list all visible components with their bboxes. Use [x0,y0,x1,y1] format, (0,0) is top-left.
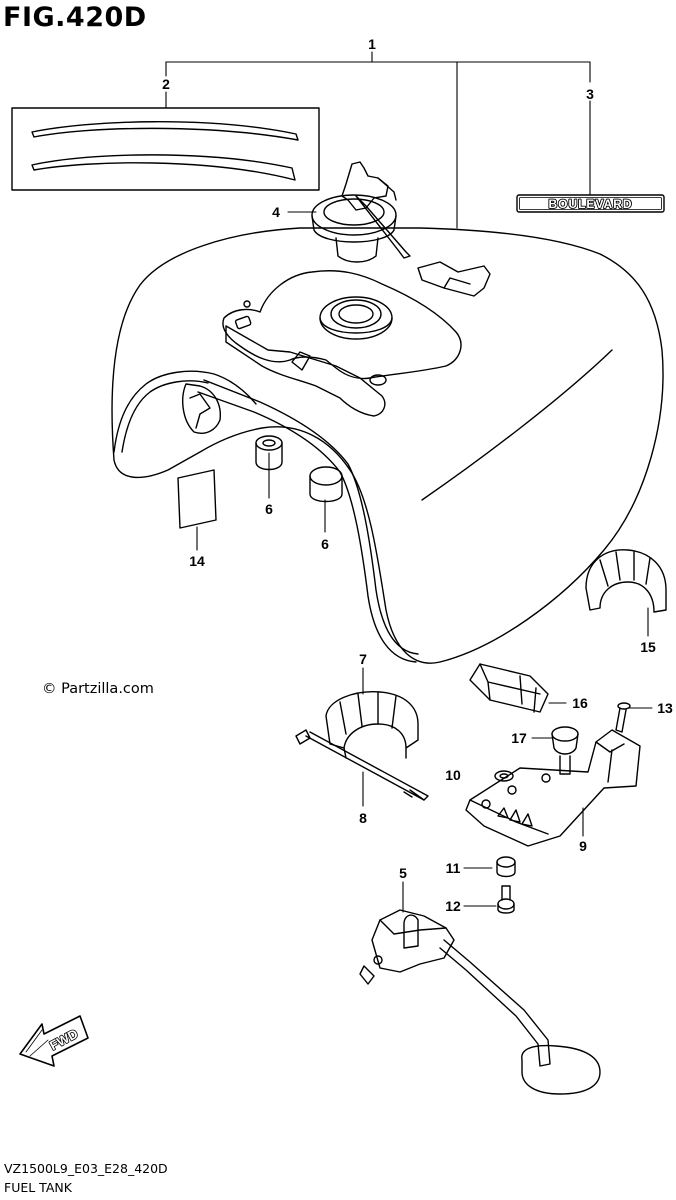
rubber-block [469,663,549,713]
cable-tie [295,729,429,801]
watermark: © Partzilla.com [42,681,154,697]
callout-9: 9 [579,838,587,854]
grommet-left [255,435,283,471]
grommet-right [309,466,343,503]
emblem-text: BOULEVARD [548,197,632,211]
front-cushion [325,691,419,759]
callout-17: 17 [511,730,527,746]
leader-lines [165,51,653,913]
callout-14: 14 [189,553,205,569]
callout-7: 7 [359,651,367,667]
fuel-level-gauge [359,909,601,1095]
callout-10: 10 [445,767,461,783]
callout-13: 13 [657,700,673,716]
caution-label [177,469,217,529]
callout-3: 3 [586,86,594,102]
bolt [497,885,515,914]
fuel-cap [311,161,411,263]
callout-5: 5 [399,865,407,881]
callout-1: 1 [368,36,376,52]
callout-11: 11 [446,860,461,876]
figure-title: FIG.420D [3,2,147,33]
stripe-decals [11,107,320,191]
model-code: VZ1500L9_E03_E28_420D [4,1161,168,1176]
callout-15: 15 [640,639,656,655]
rear-cushion [585,549,667,613]
callout-4: 4 [272,204,280,220]
fuel-tank [111,227,664,664]
grommet-small [496,856,516,878]
damper-rubber [551,726,579,775]
diagram-caption: FUEL TANK [4,1180,72,1195]
callout-12: 12 [445,898,461,914]
boulevard-emblem [516,194,665,213]
mounting-bracket [465,729,641,847]
callout-6-left: 6 [265,501,273,517]
nut [494,770,514,782]
forward-arrow-icon [19,1015,89,1067]
callout-6-right: 6 [321,536,329,552]
callout-2: 2 [162,76,170,92]
callout-8: 8 [359,810,367,826]
screw [615,702,631,733]
callout-16: 16 [572,695,588,711]
